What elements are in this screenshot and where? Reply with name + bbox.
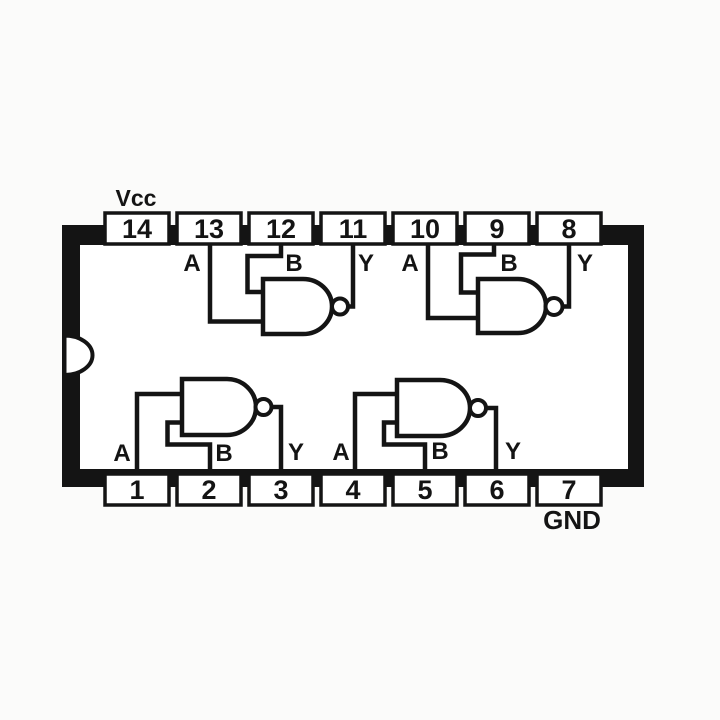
nand-gate3-inversion-bubble-icon	[253, 397, 274, 417]
pin-8-box	[535, 211, 603, 246]
pin-10-number: 10	[410, 214, 440, 244]
gate2-input-b-wire	[458, 243, 497, 295]
gate4-input-b-wire	[381, 420, 428, 476]
gate1-input-a-wire	[207, 243, 270, 324]
nand-gate2-inversion-bubble-icon	[543, 296, 565, 317]
gate2-output-y-label: Y	[577, 250, 593, 277]
gate1-output-y-label: Y	[358, 250, 374, 277]
gate3-input-b-wire	[165, 420, 213, 476]
gate3-output-y-label: Y	[288, 439, 304, 466]
nand-gate1-inversion-bubble-icon	[330, 296, 350, 317]
gate2-input-a-label: A	[401, 250, 418, 277]
gate1-input-b-label: B	[285, 250, 302, 277]
gate4-input-a-wire	[352, 391, 405, 476]
pin-14-box	[103, 211, 171, 246]
nand-gate1-body	[260, 276, 335, 337]
pin-14-number: 14	[122, 214, 152, 244]
pin-7-box	[535, 472, 603, 507]
gate4-input-a-label: A	[332, 439, 349, 466]
nand-gate2-body	[475, 276, 549, 336]
pin-1-box	[103, 472, 171, 507]
pin-11-number: 11	[339, 214, 368, 244]
gate2-input-b-label: B	[500, 250, 517, 277]
pin-11-box	[319, 211, 387, 246]
pin-1-number: 1	[129, 475, 144, 505]
pin-4-number: 4	[345, 475, 360, 505]
pin-9-number: 9	[489, 214, 504, 244]
pin1-index-notch	[62, 333, 95, 378]
nand-gate3-body	[179, 376, 259, 438]
nand-gate4-body	[394, 377, 473, 439]
pin-6-box	[463, 472, 531, 507]
gnd-label: GND	[543, 505, 601, 535]
pin-10-box	[391, 211, 459, 246]
pin-12-box	[247, 211, 315, 246]
pin-2-box	[175, 472, 243, 507]
pin-13-box	[175, 211, 243, 246]
pin-2-number: 2	[201, 475, 216, 505]
gate1-input-a-label: A	[183, 250, 200, 277]
gate3-input-b-label: B	[215, 440, 232, 467]
gate4-output-y-label: Y	[505, 438, 521, 465]
pin-12-number: 12	[266, 214, 296, 244]
gate3-input-a-wire	[134, 391, 190, 476]
nand-gate4-inversion-bubble-icon	[468, 398, 488, 418]
pin-4-box	[319, 472, 387, 507]
pin-9-box	[463, 211, 531, 246]
gate1-input-b-wire	[245, 243, 284, 295]
gate4-input-b-label: B	[431, 438, 448, 465]
pin-5-number: 5	[417, 475, 432, 505]
vcc-label: Vcc	[116, 185, 157, 211]
pin-6-number: 6	[489, 475, 504, 505]
gate3-input-a-label: A	[113, 440, 130, 467]
pin-5-box	[391, 472, 459, 507]
pin-8-number: 8	[561, 214, 576, 244]
pin-3-number: 3	[273, 475, 288, 505]
pin-3-box	[247, 472, 315, 507]
pin-7-number: 7	[561, 475, 576, 505]
pin-13-number: 13	[194, 214, 224, 244]
gate2-input-a-wire	[425, 243, 485, 321]
